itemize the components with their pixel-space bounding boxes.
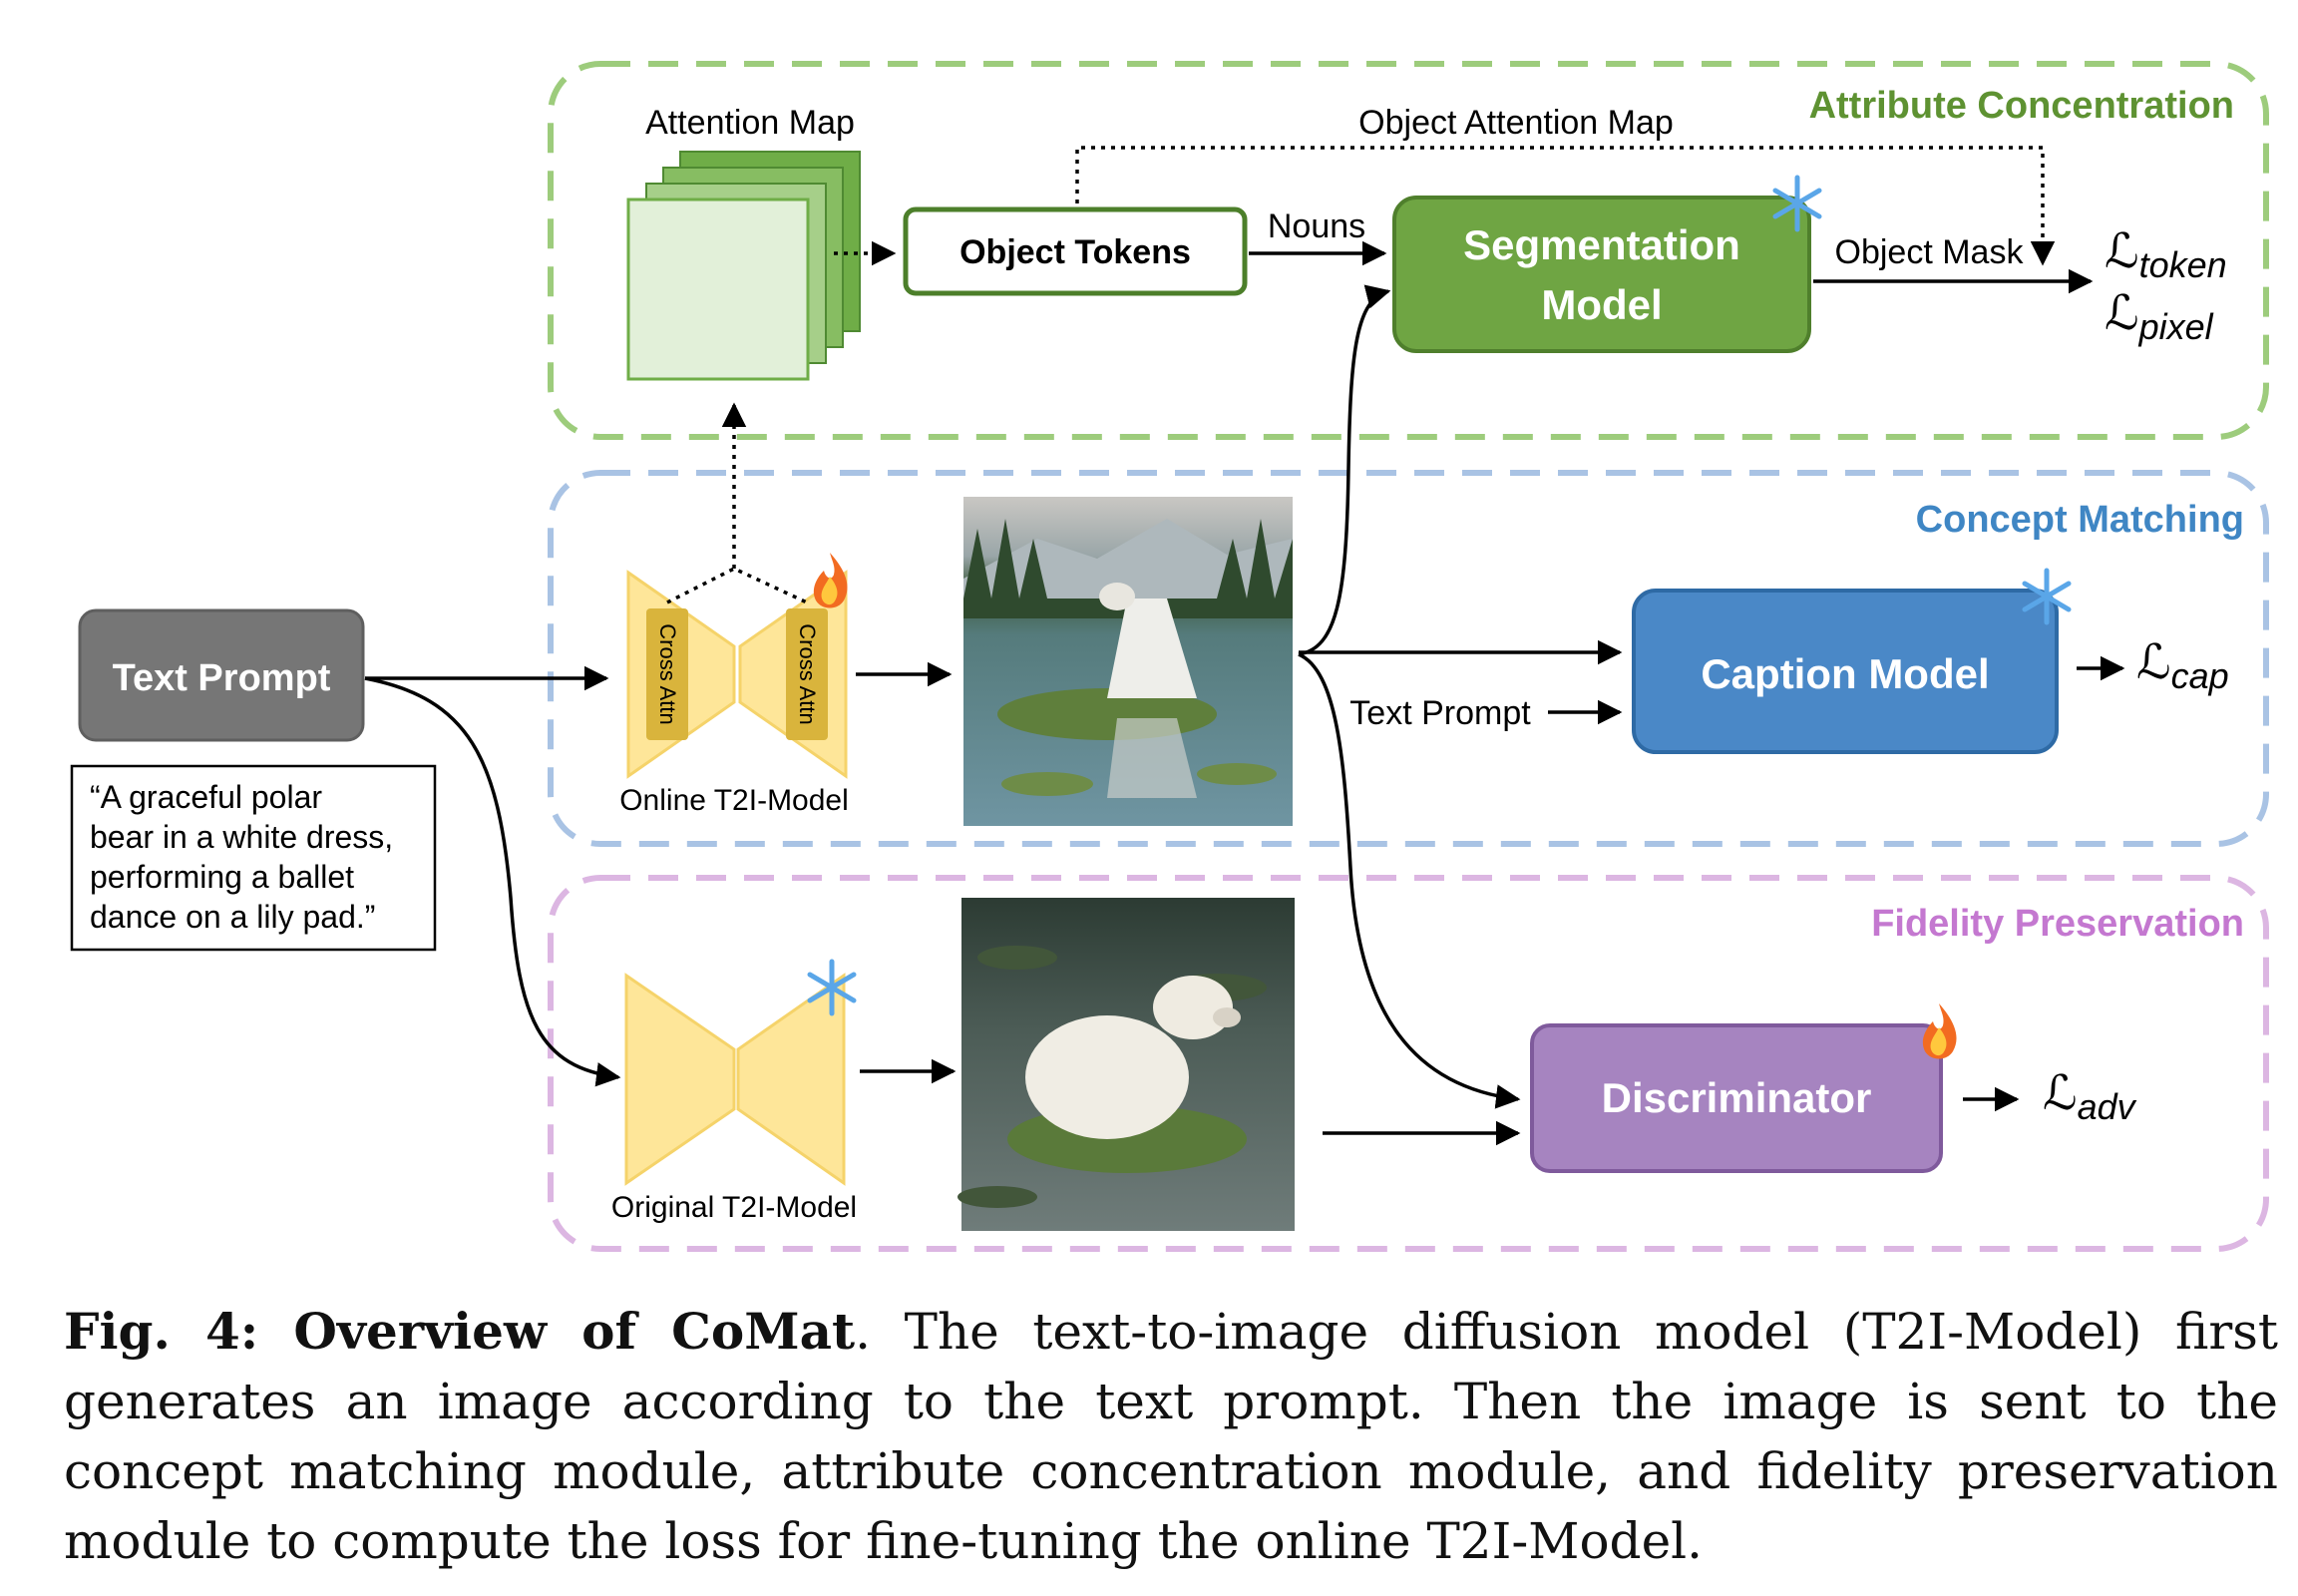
discriminator-label: Discriminator [1602,1074,1872,1121]
edge-image-to-discriminator [1298,652,1521,1109]
attribute-concentration-title: Attribute Concentration [1809,85,2234,127]
snowflake-icon [1772,175,1822,232]
original-t2i-model: Original T2I-Model [611,973,857,1224]
text-prompt-edge-label: Text Prompt [1349,694,1531,732]
snowflake-icon [2022,568,2072,625]
nouns-label: Nouns [1268,207,1365,245]
segmentation-model-label-1: Segmentation [1463,221,1740,268]
prompt-note-line-1: “A graceful polar [90,779,322,815]
loss-pixel-symbol: ℒ [2105,287,2139,340]
svg-text:ℒcap: ℒcap [2136,636,2229,696]
prompt-note-line-4: dance on a lily pad.” [90,899,375,935]
loss-pixel-sub: pixel [2138,306,2214,347]
segmentation-model-node: Segmentation Model [1392,196,1811,353]
online-t2i-model-label: Online T2I-Model [619,784,849,817]
loss-token-sub: token [2139,244,2227,285]
fire-icon [1922,1003,1957,1059]
text-prompt-node: Text Prompt [78,608,365,742]
attention-map-stack: Attention Map [626,104,861,381]
caption-model-label: Caption Model [1701,650,1989,697]
figure-caption: Fig. 4: Overview of CoMat. The text-to-i… [64,1297,2278,1576]
fidelity-preservation-title: Fidelity Preservation [1871,903,2244,945]
object-mask-label: Object Mask [1835,233,2025,271]
prompt-note-line-3: performing a ballet [90,859,354,895]
original-generated-image [958,898,1295,1231]
cross-attn-right-label: Cross Attn [795,623,820,724]
caption-model-node: Caption Model [1632,589,2059,754]
loss-adv-symbol: ℒ [2043,1067,2078,1120]
text-prompt-label: Text Prompt [113,657,331,699]
concept-matching-module: Concept Matching [548,470,2269,847]
prompt-note-line-2: bear in a white dress, [90,819,393,855]
object-tokens-node: Object Tokens [903,206,1248,296]
attribute-concentration-module: Attribute Concentration [548,61,2269,440]
loss-token: ℒtoken [2105,225,2227,285]
edge-prompt-to-original [364,676,621,1087]
edge-cross-attn-to-attention-map [666,405,808,604]
concept-matching-title: Concept Matching [1916,499,2244,541]
loss-cap-symbol: ℒ [2136,636,2171,689]
original-t2i-model-label: Original T2I-Model [611,1191,857,1224]
online-generated-image [963,497,1293,826]
dotted-edges [666,146,2056,604]
object-tokens-label: Object Tokens [959,233,1191,271]
discriminator-node: Discriminator [1530,1023,1943,1173]
edge-object-attention-map [1075,146,2056,266]
fidelity-preservation-module: Fidelity Preservation [548,875,2269,1252]
snowflake-icon [807,959,857,1016]
cross-attn-left-label: Cross Attn [655,623,680,724]
online-t2i-model: Cross Attn Cross Attn Online T2I-Model [619,570,849,817]
edge-image-to-segmentation [1298,284,1391,656]
edges [364,240,2125,1146]
fire-icon [813,553,848,608]
loss-cap-sub: cap [2171,655,2229,696]
loss-cap: ℒcap [2136,636,2229,696]
svg-text:ℒpixel: ℒpixel [2105,287,2214,347]
prompt-note: “A graceful polar bear in a white dress,… [70,764,437,952]
figure-caption-label: Fig. 4: Overview of CoMat [64,1302,856,1361]
loss-adv: ℒadv [2043,1067,2137,1127]
loss-pixel: ℒpixel [2105,287,2214,347]
svg-text:ℒadv: ℒadv [2043,1067,2137,1127]
object-attention-map-label: Object Attention Map [1358,104,1674,142]
figure-caption-text: . The text-to-image diffusion model (T2I… [64,1303,2279,1570]
svg-text:ℒtoken: ℒtoken [2105,225,2227,285]
segmentation-model-label-2: Model [1541,281,1662,328]
loss-adv-sub: adv [2078,1086,2137,1127]
attention-map-label: Attention Map [645,104,855,142]
loss-token-symbol: ℒ [2105,225,2139,278]
